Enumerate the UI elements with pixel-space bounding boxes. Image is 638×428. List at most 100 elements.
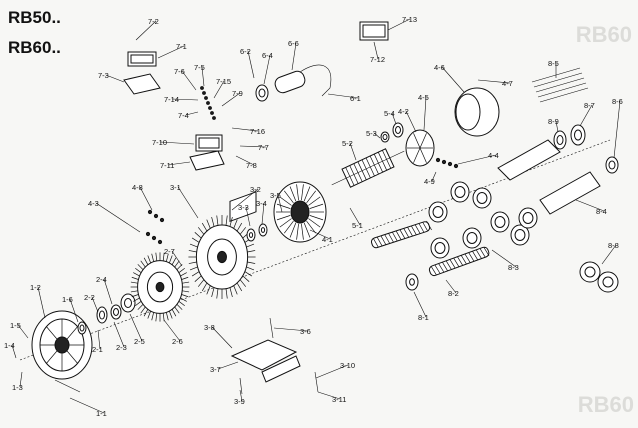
filter-cup-8-3 [450,181,470,203]
part-label-1-4: 1-4 [4,341,15,350]
pump-housing-fins-fin [225,215,228,227]
part-label-8-9: 8-9 [548,117,559,126]
washer-2-5 [120,293,136,313]
filter-spring-8-2b-coil [453,257,460,267]
leader-line-5-1 [349,207,361,226]
leader-line-7-4 [185,111,199,116]
part-label-1-6: 1-6 [62,295,73,304]
impeller-2-6-fin [147,255,152,264]
silencer-8-4b [539,171,601,215]
pump-housing-fins-fin [239,278,247,287]
part-label-7-13: 7-13 [402,15,417,24]
leader-line-2-2 [91,296,99,313]
filter-cup-8-3 [490,211,510,233]
terminal-screw-7-5 [210,111,214,115]
part-label-1-5: 1-5 [10,321,21,330]
filter-spring-8-2a-coil [403,228,410,238]
part-label-6-2: 6-2 [240,47,251,56]
filter-cap-8-1 [405,273,419,291]
impeller-2-6-fin [171,308,177,317]
screw [441,159,447,165]
leader-line-3-7 [217,361,239,370]
filter-cup-8-3 [518,207,538,229]
capacitor-6-6 [274,70,306,94]
pump-housing-fins-fin [246,261,256,264]
leader-line-4-6 [441,66,465,93]
filter-cup-8-3 [510,224,530,246]
bearing-2-3-inner [113,308,119,316]
part-label-7-5: 7-5 [194,63,205,72]
filter-spring-8-2b-coil [475,249,482,259]
leader-line-4-9 [431,171,437,182]
part-label-1-2: 1-2 [30,283,41,292]
screw [157,239,163,245]
stator-winding [289,186,297,202]
filter-spring-8-2a-body [370,221,431,249]
part-label-4-5: 4-5 [418,93,429,102]
leader-line-8-2 [445,279,457,294]
seal-3-3 [246,228,256,242]
rotor-shaft [331,150,405,186]
impeller-2-6-fin [178,267,185,274]
filter-cup-8-3-inner [514,229,526,241]
part-label-2-7: 2-7 [164,247,175,256]
gasket-7-3 [123,73,161,95]
leader-line-1-4 [11,344,17,359]
impeller-2-6-fin [162,252,165,262]
fan-cowl-front [455,93,481,131]
filter-cup-8-3 [430,237,450,259]
impeller-2-6-fin [137,303,144,310]
part-label-3-1: 3-1 [170,183,181,192]
impeller-2-6-fin [168,255,173,264]
filter-spring-8-2b-coil [457,256,464,266]
pump-housing-fins-fin [245,243,255,248]
leader-line-7-8 [235,155,255,166]
part-label-8-3: 8-3 [508,263,519,272]
fan-blade [413,147,421,163]
pump-housing-fins-fin [236,282,243,292]
filter-spring-8-2a-coil [399,229,406,239]
pump-housing-fins-fin [194,275,203,282]
washer-5-3-inner [382,134,388,140]
pump-housing-fins-fin [206,284,211,295]
leader-line-4-4 [457,154,497,165]
terminal-screw-7-5 [202,91,206,95]
motor-stator-4-1 [273,181,327,243]
leader-line-3-2 [231,188,259,211]
stator-winding [296,223,299,240]
filter-spring-8-2b-coil [472,251,479,261]
stator-winding [289,222,297,238]
leader-line-7-9 [221,92,241,107]
leader-line-8-7 [579,104,593,127]
washer-2-5-inner [124,298,132,308]
screw [153,213,159,219]
bearing-3-4-inner [260,227,266,233]
leader-line-7-6 [181,70,197,91]
stator-winding [306,220,316,234]
leader-line-8-9 [555,120,559,133]
tie-rod-8-5 [535,77,585,93]
pump-housing-fins-fin [241,275,250,282]
filter-cup-8-3-inner [466,232,478,244]
part-label-8-6: 8-6 [612,97,623,106]
screw [147,209,153,215]
bearing-3-4 [258,223,268,237]
fitting-8-6 [605,156,619,174]
part-label-6-6: 6-6 [288,39,299,48]
impeller-2-6-fin [140,306,146,314]
filter-spring-8-2b-coil [445,260,452,270]
coupling-8-7-inner [574,129,582,141]
leader-line-8-3 [491,249,517,268]
model-label-rb50: RB50.. [8,8,61,27]
part-label-6-1: 6-1 [350,94,361,103]
part-label-3-8: 3-8 [204,323,215,332]
part-label-4-4: 4-4 [488,151,499,160]
gasket-7-11 [189,150,225,171]
stator-winding [308,196,321,206]
impeller-2-6-fin [135,300,142,307]
leader-line-7-10 [159,141,195,145]
screw [447,161,453,167]
pump-housing-fins-hub [217,250,227,264]
leader-line-3-8 [211,326,233,349]
impeller-2-6-fin [155,252,158,262]
